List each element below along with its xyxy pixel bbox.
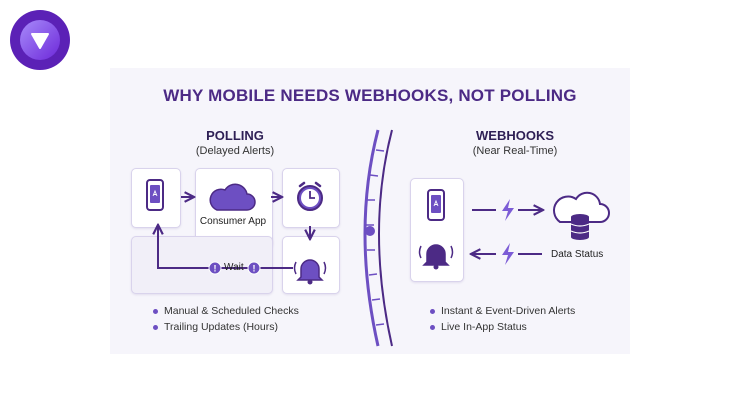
list-item: Manual & Scheduled Checks — [153, 303, 299, 319]
consumer-app-label: Consumer App — [199, 216, 267, 227]
webhooks-bullets: Instant & Event-Driven Alerts Live In-Ap… — [430, 303, 575, 335]
webhooks-subheading: (Near Real-Time) — [472, 145, 558, 157]
polling-bullets: Manual & Scheduled Checks Trailing Updat… — [153, 303, 299, 335]
clock-icon — [297, 181, 323, 211]
polling-subheading: (Delayed Alerts) — [195, 145, 275, 157]
list-item: Instant & Event-Driven Alerts — [430, 303, 575, 319]
list-item: Trailing Updates (Hours) — [153, 319, 299, 335]
lightning-icon — [502, 243, 514, 265]
alert-icon: ! — [208, 261, 222, 275]
webhooks-heading: WEBHOOKS — [476, 128, 554, 143]
polling-heading: POLLING — [206, 128, 264, 143]
data-status-label: Data Status — [551, 249, 604, 260]
wait-label: Wait — [224, 262, 244, 273]
bell-icon — [418, 244, 454, 270]
svg-text:!: ! — [253, 264, 256, 274]
brand-logo — [10, 10, 70, 70]
cloud-icon — [209, 183, 256, 211]
page-title: WHY MOBILE NEEDS WEBHOOKS, NOT POLLING — [163, 86, 577, 105]
svg-text:!: ! — [214, 264, 217, 274]
lightning-icon — [502, 199, 514, 221]
list-item: Live In-App Status — [430, 319, 575, 335]
database-icon — [553, 191, 610, 240]
bell-icon — [293, 259, 327, 285]
alert-icon: ! — [247, 261, 261, 275]
phone-icon — [146, 179, 164, 211]
phone-icon — [427, 189, 445, 221]
logo-icon — [20, 20, 60, 60]
divider-arc — [363, 129, 393, 347]
